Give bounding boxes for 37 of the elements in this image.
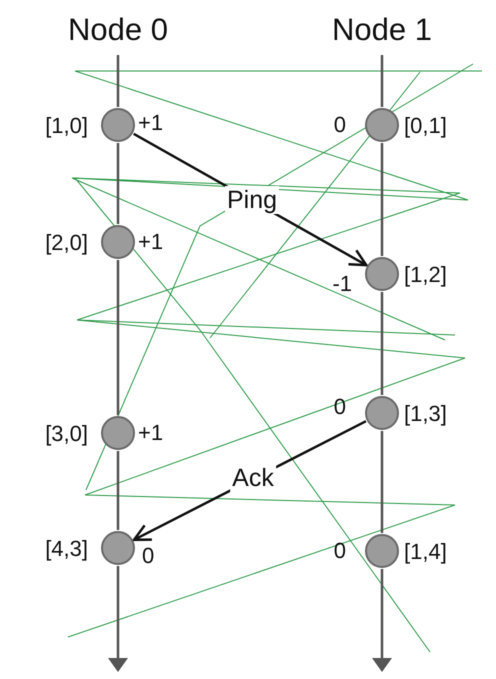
timestamp-label: [1,2] <box>404 263 447 287</box>
counter-value: 0 <box>334 113 346 137</box>
timeline-line <box>380 431 384 533</box>
counter-value: 0 <box>142 544 154 568</box>
event-circle <box>365 396 399 430</box>
timestamp-label: [3,0] <box>45 422 88 446</box>
timeline-line <box>116 260 120 415</box>
counter-value: +1 <box>138 111 164 135</box>
timestamp-label: [0,1] <box>404 114 447 138</box>
timestamp-label: [1,4] <box>404 540 447 564</box>
timeline-arrow <box>108 566 128 672</box>
process-heading: Node 0 <box>48 12 188 48</box>
timeline-line <box>380 292 384 395</box>
event-circle <box>365 257 399 291</box>
counter-value: 0 <box>334 539 346 563</box>
timestamp-label: [2,0] <box>45 231 88 255</box>
counter-value: +1 <box>138 230 164 254</box>
timeline-arrow <box>372 569 392 672</box>
timestamp-label: [1,3] <box>404 402 447 426</box>
timeline-line <box>116 451 120 530</box>
edge-label: Ack <box>230 464 276 492</box>
event-circle <box>101 416 135 450</box>
timestamp-label: [1,0] <box>45 114 88 138</box>
timeline-line <box>380 143 384 256</box>
timeline-line <box>116 143 120 224</box>
event-circle <box>101 225 135 259</box>
event-circle <box>365 108 399 142</box>
counter-value: +1 <box>138 421 164 445</box>
timeline-line <box>380 55 384 107</box>
event-circle <box>101 531 135 565</box>
timeline-line <box>116 55 120 107</box>
process-heading: Node 1 <box>312 12 452 48</box>
event-circle <box>101 108 135 142</box>
counter-value: -1 <box>332 272 352 296</box>
edge-label: Ping <box>224 186 280 214</box>
timestamp-label: [4,3] <box>45 537 88 561</box>
event-circle <box>365 534 399 568</box>
